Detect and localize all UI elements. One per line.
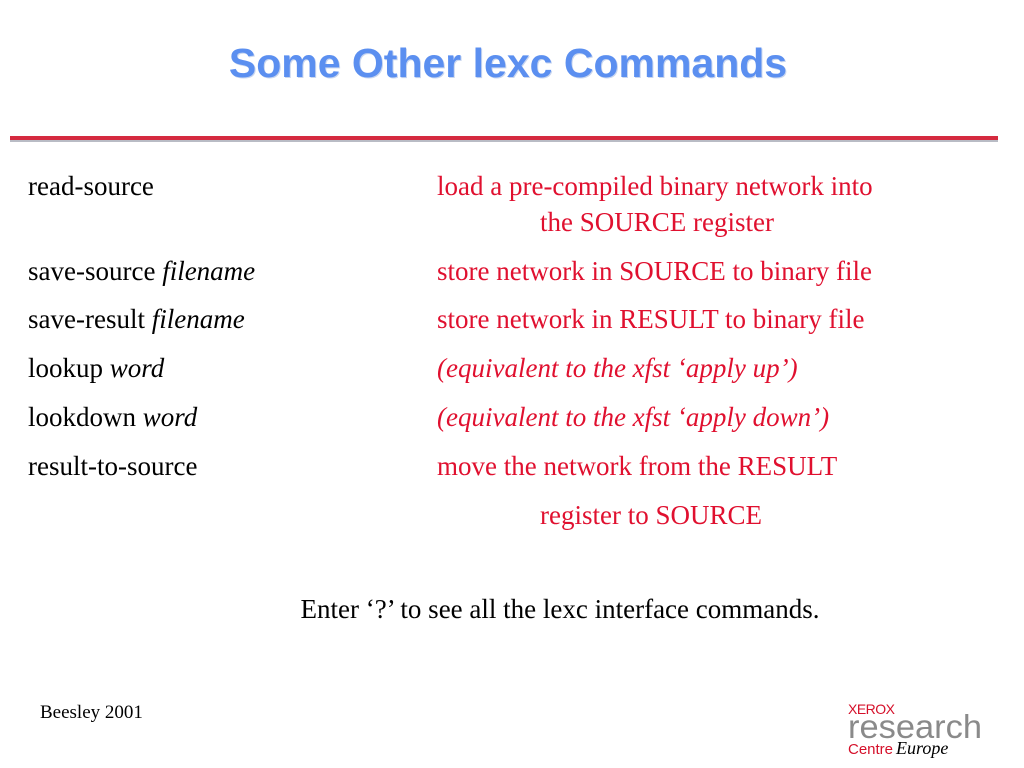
- author-credit: Beesley 2001: [40, 702, 143, 723]
- command-result-to-source: result-to-source: [28, 450, 197, 482]
- description-lookup: (equivalent to the xfst ‘apply up’): [437, 353, 798, 383]
- description-save-result: store network in RESULT to binary file: [437, 304, 865, 334]
- title-divider: [10, 136, 998, 140]
- command-lookup: lookup word: [28, 352, 164, 384]
- description-result-to-source: move the network from the RESULT: [437, 451, 838, 481]
- command-argument: filename: [162, 256, 256, 286]
- logo-research: research: [848, 708, 982, 745]
- description-read-source-continued: the SOURCE register: [540, 207, 774, 237]
- command-save-result: save-result filename: [28, 303, 245, 335]
- command-name: save-result: [28, 304, 145, 334]
- command-lookdown: lookdown word: [28, 401, 197, 433]
- command-argument: filename: [151, 304, 245, 334]
- command-name: lookdown: [28, 402, 136, 432]
- xerox-research-centre-europe-logo: XEROX research Centre Europe: [848, 701, 982, 758]
- command-argument: word: [142, 402, 198, 432]
- logo-centre: Centre: [848, 741, 893, 758]
- command-name: save-source: [28, 256, 156, 286]
- command-argument: word: [109, 353, 165, 383]
- command-name: result-to-source: [28, 451, 198, 481]
- description-read-source: load a pre-compiled binary network into: [437, 171, 873, 201]
- logo-europe: Europe: [895, 738, 948, 758]
- slide-title: Some Other lexc Commands: [228, 40, 788, 86]
- command-read-source: read-source: [28, 170, 154, 202]
- description-lookdown: (equivalent to the xfst ‘apply down’): [437, 402, 830, 432]
- description-save-source: store network in SOURCE to binary file: [437, 256, 872, 286]
- command-name: read-source: [28, 171, 154, 201]
- command-name: lookup: [28, 353, 104, 383]
- help-note: Enter ‘?’ to see all the lexc interface …: [300, 594, 820, 624]
- logo-xerox: XEROX: [848, 701, 896, 717]
- description-result-to-source-continued: register to SOURCE: [540, 500, 762, 530]
- command-save-source: save-source filename: [28, 255, 255, 287]
